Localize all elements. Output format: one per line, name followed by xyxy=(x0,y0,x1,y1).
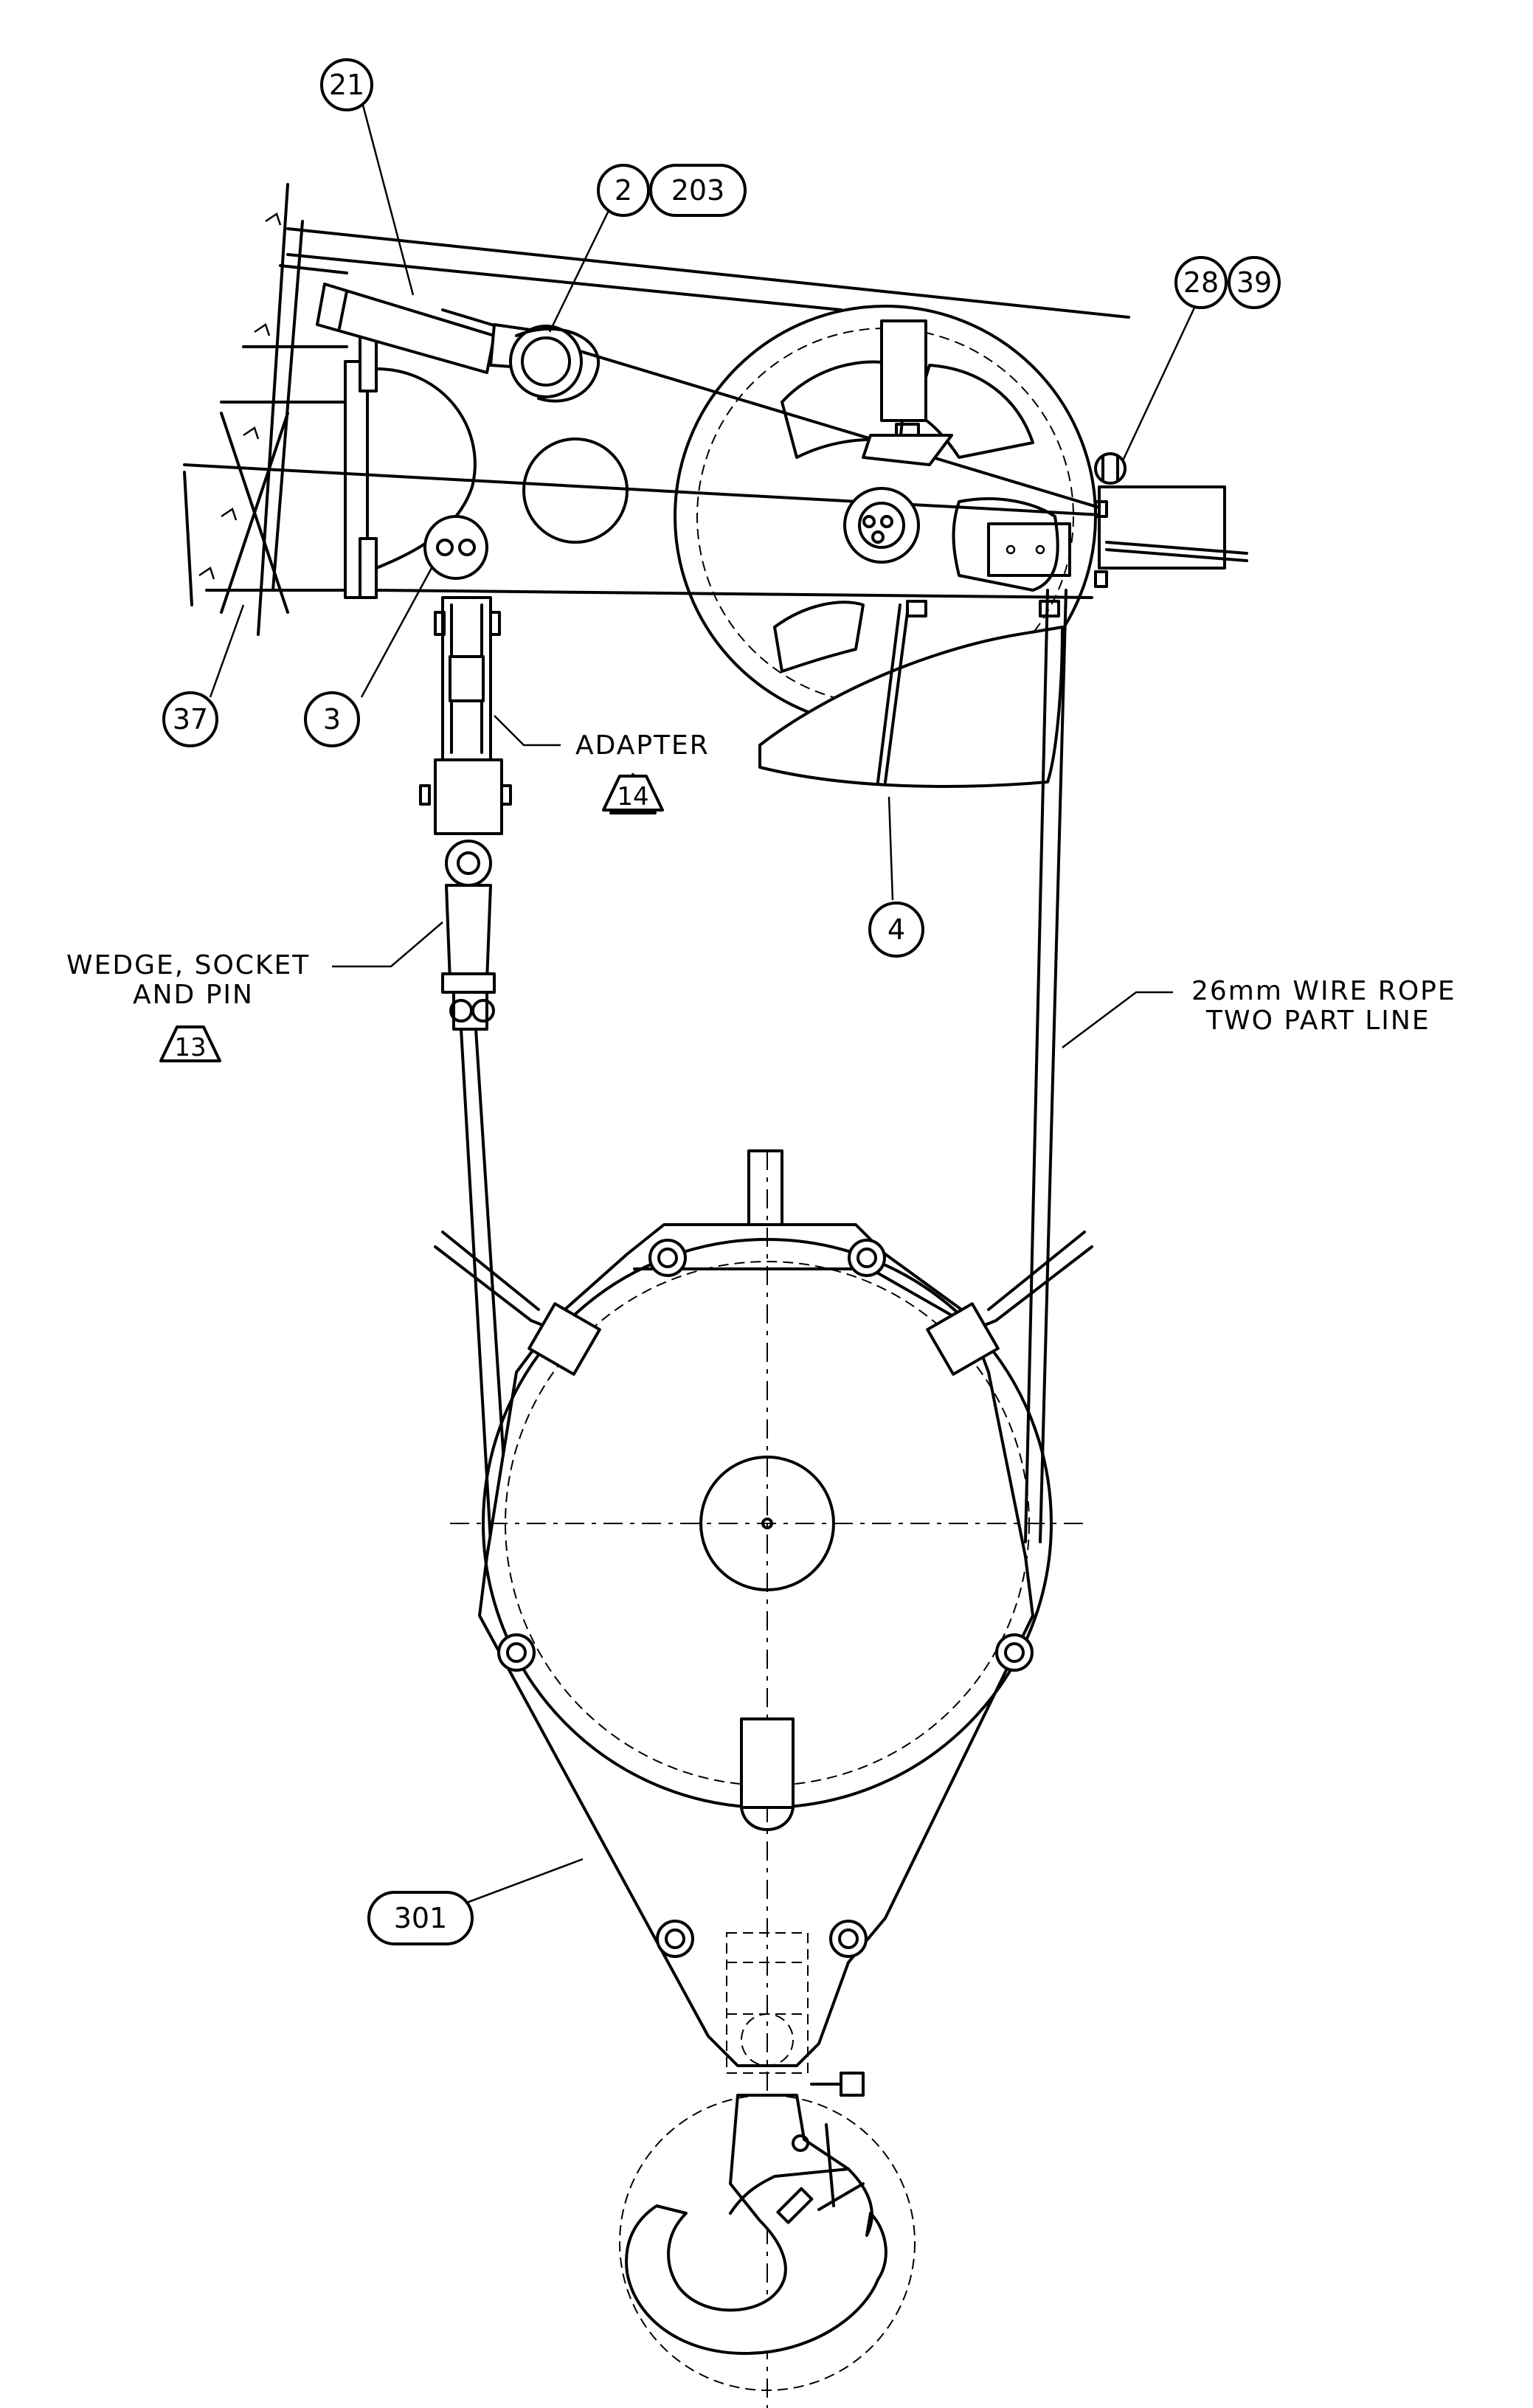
leader-lines xyxy=(209,99,1197,1905)
rope-retainer-28-39 xyxy=(1094,452,1127,485)
top-sheave xyxy=(674,305,1097,788)
callout-301-label: 301 xyxy=(394,1902,448,1934)
callout-203-label: 203 xyxy=(671,174,725,207)
boom-head-plate xyxy=(183,227,1248,599)
callout-39: 39 xyxy=(1228,256,1281,309)
hook-block xyxy=(434,1149,1093,2408)
note-wedge-socket: WEDGE, SOCKET AND PIN 13 xyxy=(66,950,310,1062)
wedge-label-line1: WEDGE, SOCKET xyxy=(66,950,310,980)
callout-4: 4 xyxy=(868,902,924,958)
callout-21: 21 xyxy=(320,58,373,111)
wedge-label-line2: AND PIN xyxy=(133,980,254,1010)
rope-label-line2: TWO PART LINE xyxy=(1205,1006,1430,1036)
wedge-ref-label: 13 xyxy=(174,1033,206,1062)
callout-4-label: 4 xyxy=(887,913,905,946)
callout-2-label: 2 xyxy=(615,174,632,207)
callout-28: 28 xyxy=(1174,256,1228,309)
callout-21-label: 21 xyxy=(329,69,364,101)
callout-3-label: 3 xyxy=(323,703,341,736)
callout-39-label: 39 xyxy=(1236,266,1272,299)
boom-lattice xyxy=(183,183,378,636)
callout-37: 37 xyxy=(162,691,218,747)
note-adapter: ADAPTER 14 xyxy=(575,730,710,814)
adapter-ref-label: 14 xyxy=(617,782,648,812)
note-wire-rope: 26mm WIRE ROPE TWO PART LINE xyxy=(1191,976,1456,1036)
rope-label-line1: 26mm WIRE ROPE xyxy=(1191,976,1456,1006)
callout-3: 3 xyxy=(304,691,360,747)
adapter-label: ADAPTER xyxy=(575,730,710,761)
callout-28-label: 28 xyxy=(1183,266,1219,299)
callout-2: 2 xyxy=(597,164,650,217)
block-bolts xyxy=(497,1239,1034,1958)
callout-203: 203 xyxy=(649,164,747,217)
dead-end-adapter xyxy=(419,596,512,1031)
callout-301: 301 xyxy=(367,1891,474,1945)
callout-37-label: 37 xyxy=(173,703,208,736)
